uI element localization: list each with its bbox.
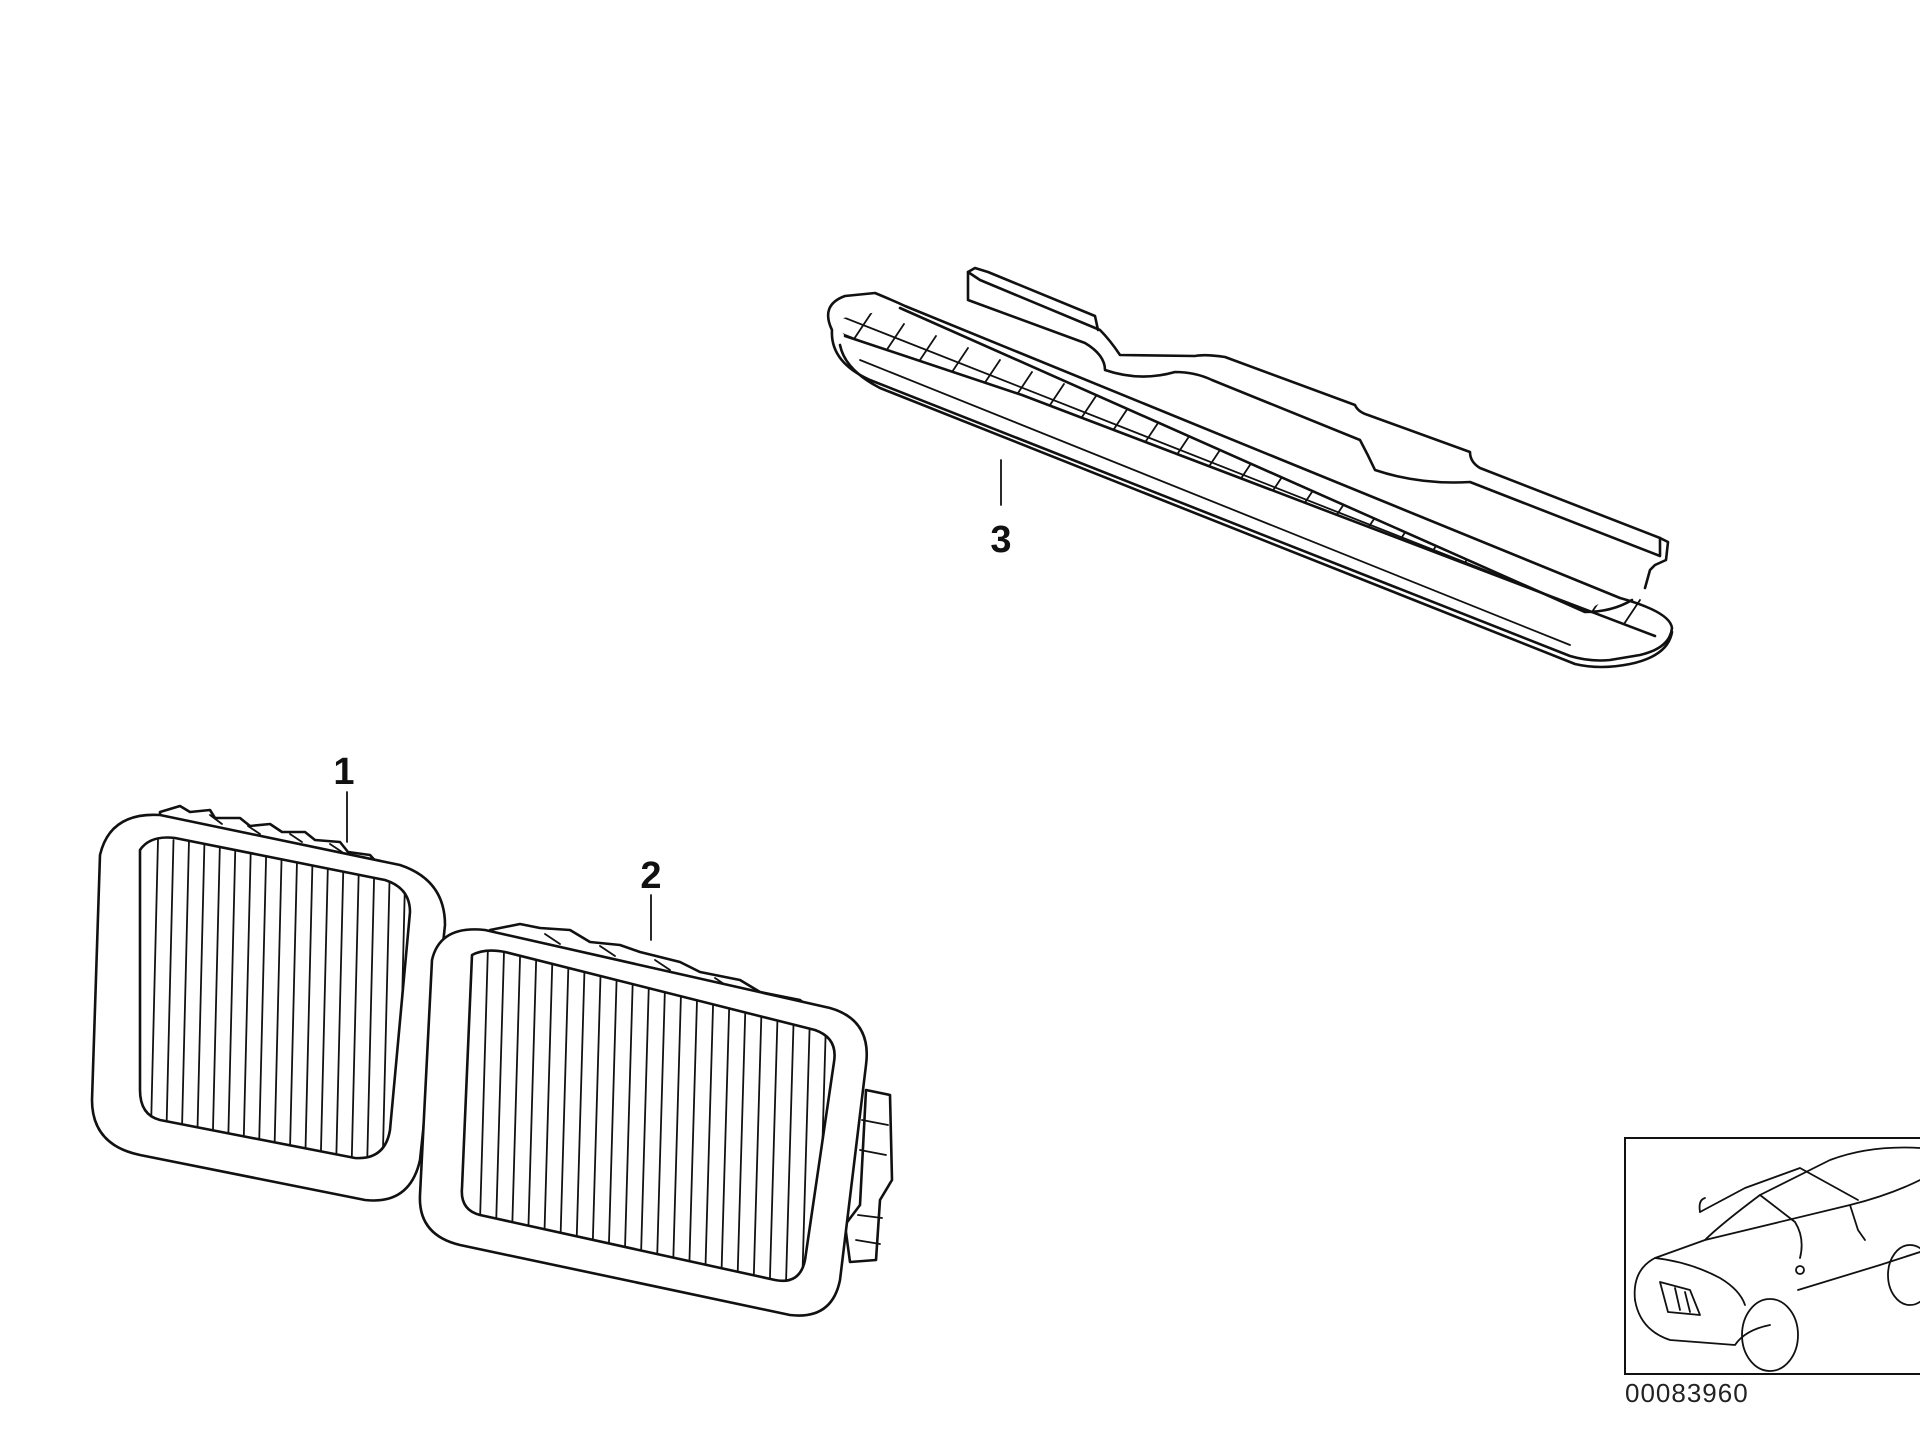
grille-slat [574, 950, 587, 1281]
grille-slat [164, 839, 175, 1159]
callout-3: 3 [990, 519, 1011, 561]
grille-slat [226, 839, 237, 1159]
grille-slat [671, 950, 684, 1281]
grille-slat [687, 950, 700, 1281]
grille-slat [590, 950, 603, 1281]
grille-slat [304, 839, 314, 1159]
callout-1: 1 [333, 751, 354, 793]
part-1-left-kidney-grille [90, 791, 447, 1202]
grille-slat [335, 839, 345, 1159]
grille-slat [606, 950, 619, 1281]
grille-slat [273, 839, 283, 1159]
part-3-lower-mesh-grille [826, 266, 1680, 669]
grille-slat [622, 950, 635, 1281]
callout-2: 2 [640, 855, 661, 897]
catalog-number: 00083960 [1625, 1378, 1749, 1408]
grille-slat [242, 839, 252, 1159]
grille-slat [381, 839, 392, 1159]
grille-slat [350, 839, 361, 1159]
grille-slat [195, 839, 206, 1159]
grille-slat [558, 950, 570, 1281]
grille-slat [639, 950, 651, 1281]
grille-slat [366, 839, 376, 1159]
grille-slat [319, 839, 330, 1159]
grille-slat [257, 839, 268, 1159]
grille-slat [149, 839, 159, 1159]
mesh-line [832, 379, 1680, 636]
inset-car-location-thumbnail: 00083960 [1624, 1137, 1920, 1408]
grille-slat [655, 950, 668, 1281]
part-2-right-kidney-grille [418, 894, 894, 1317]
grille-slat [288, 839, 299, 1159]
car-outline-icon [1633, 1146, 1920, 1372]
grille-slat [211, 839, 221, 1159]
grille-slat [180, 839, 190, 1159]
